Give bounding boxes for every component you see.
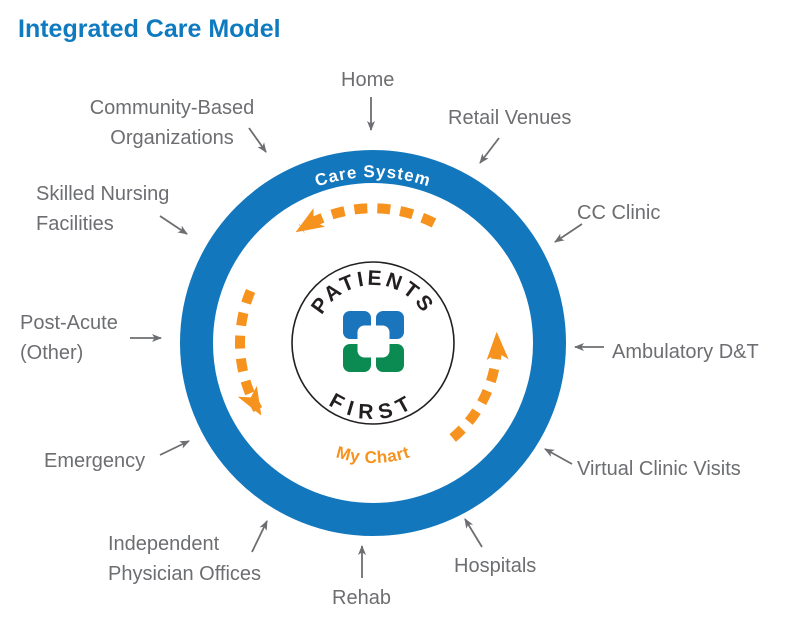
- label-independent-physician-offices-line1: Independent: [108, 533, 220, 555]
- label-independent-physician-offices: Independent Physician Offices: [108, 529, 261, 589]
- label-skilled-nursing: Skilled Nursing Facilities: [36, 179, 169, 239]
- arrow-community-based-icon: [248, 127, 267, 153]
- my-chart-arc-label-text: My Chart: [334, 443, 411, 468]
- label-community-based: Community-Based Organizations: [90, 93, 255, 153]
- label-post-acute-line1: Post-Acute: [20, 312, 118, 334]
- label-skilled-nursing-line1: Skilled Nursing: [36, 183, 170, 205]
- label-emergency: Emergency: [44, 450, 146, 472]
- care-system-ring: [180, 150, 566, 536]
- label-ambulatory-dt: Ambulatory D&T: [612, 341, 759, 363]
- label-post-acute: Post-Acute (Other): [20, 308, 118, 368]
- label-pointer-arrows: [130, 97, 604, 578]
- my-chart-arc-label: My Chart: [334, 443, 412, 468]
- label-retail-venues: Retail Venues: [448, 107, 572, 129]
- page-title: Integrated Care Model: [18, 15, 281, 43]
- arrow-retail-venues-icon: [479, 137, 500, 164]
- arrow-skilled-nursing-icon: [159, 215, 188, 235]
- arrow-virtual-clinic-visits-icon: [544, 448, 573, 465]
- label-rehab: Rehab: [332, 587, 391, 609]
- arrow-hospitals-icon: [464, 518, 483, 548]
- label-post-acute-line2: (Other): [20, 342, 84, 364]
- label-community-based-line1: Community-Based: [89, 97, 255, 119]
- arrow-independent-physician-offices-icon: [251, 520, 268, 553]
- label-virtual-clinic-visits: Virtual Clinic Visits: [577, 458, 741, 480]
- dashed-arrow-left-counterclockwise-icon: [235, 289, 263, 416]
- label-home: Home: [341, 69, 395, 91]
- arrow-cc-clinic-icon: [554, 223, 583, 243]
- arrow-emergency-icon: [159, 440, 190, 456]
- dashed-arrow-right-counterclockwise-icon: [449, 331, 509, 442]
- label-independent-physician-offices-line2: Physician Offices: [108, 563, 262, 585]
- label-skilled-nursing-line2: Facilities: [36, 213, 114, 235]
- label-hospitals: Hospitals: [454, 555, 537, 577]
- patients-first-logo-icon: [343, 311, 404, 372]
- dashed-arrow-top-counterclockwise-icon: [295, 203, 437, 233]
- label-community-based-line2: Organizations: [110, 127, 234, 149]
- label-cc-clinic: CC Clinic: [577, 202, 661, 224]
